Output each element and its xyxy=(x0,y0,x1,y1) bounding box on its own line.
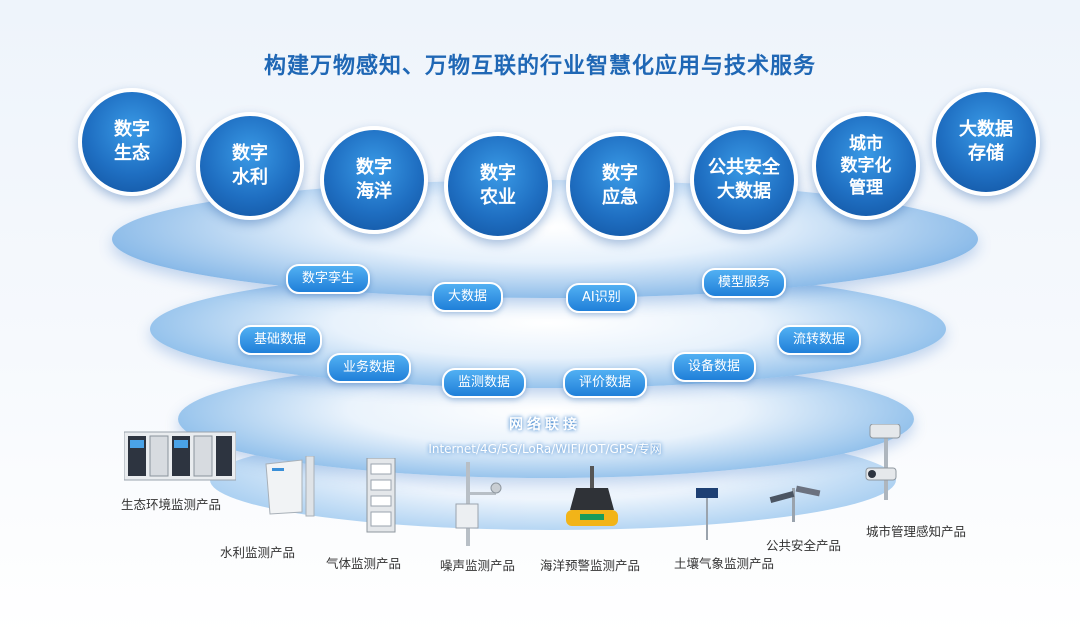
ecology-monitoring-device-icon xyxy=(124,431,236,481)
product-label-water: 水利监测产品 xyxy=(220,545,296,560)
product-label-ocean: 海洋预警监测产品 xyxy=(540,558,641,573)
service-ai-recognition[interactable]: AI识别 xyxy=(566,283,637,313)
app-digital-ocean[interactable]: 数字 海洋 xyxy=(320,126,428,234)
app-digital-emergency[interactable]: 数字 应急 xyxy=(566,132,674,240)
app-digital-water[interactable]: 数字 水利 xyxy=(196,112,304,220)
data-basic[interactable]: 基础数据 xyxy=(238,325,323,355)
app-city-digital-management[interactable]: 城市 数字化 管理 xyxy=(812,112,920,220)
product-label-gas: 气体监测产品 xyxy=(326,556,402,571)
ocean-warning-buoy-icon xyxy=(566,466,618,526)
city-management-camera-icon xyxy=(865,424,901,500)
app-digital-agriculture[interactable]: 数字 农业 xyxy=(444,132,552,240)
app-bigdata-storage[interactable]: 大数据 存储 xyxy=(932,88,1040,196)
app-digital-ecology[interactable]: 数字 生态 xyxy=(78,88,186,196)
water-monitoring-device-icon xyxy=(265,456,315,517)
public-security-device-icon xyxy=(769,485,821,522)
service-big-data[interactable]: 大数据 xyxy=(432,282,504,312)
product-label-soil-weather: 土壤气象监测产品 xyxy=(674,556,775,571)
product-label-city-management: 城市管理感知产品 xyxy=(866,524,967,539)
noise-monitoring-device-icon xyxy=(455,462,502,546)
page-title: 构建万物感知、万物互联的行业智慧化应用与技术服务 xyxy=(263,54,816,79)
product-label-noise: 噪声监测产品 xyxy=(440,558,516,573)
product-label-public-security: 公共安全产品 xyxy=(766,538,842,553)
data-evaluation[interactable]: 评价数据 xyxy=(563,368,648,398)
service-digital-twin[interactable]: 数字孪生 xyxy=(286,264,371,294)
product-label-ecology: 生态环境监测产品 xyxy=(121,497,222,512)
data-device[interactable]: 设备数据 xyxy=(672,352,757,382)
service-model[interactable]: 模型服务 xyxy=(702,268,787,298)
soil-weather-station-icon xyxy=(696,488,718,540)
app-public-security-bigdata[interactable]: 公共安全 大数据 xyxy=(690,126,798,234)
data-monitoring[interactable]: 监测数据 xyxy=(442,368,527,398)
gas-monitoring-device-icon xyxy=(366,458,396,533)
data-business[interactable]: 业务数据 xyxy=(327,353,412,383)
data-circulation[interactable]: 流转数据 xyxy=(777,325,862,355)
network-protocols: Internet/4G/5G/LoRa/WIFI/IOT/GPS/专网 xyxy=(428,442,662,456)
network-title: 网络联接 xyxy=(509,417,581,433)
